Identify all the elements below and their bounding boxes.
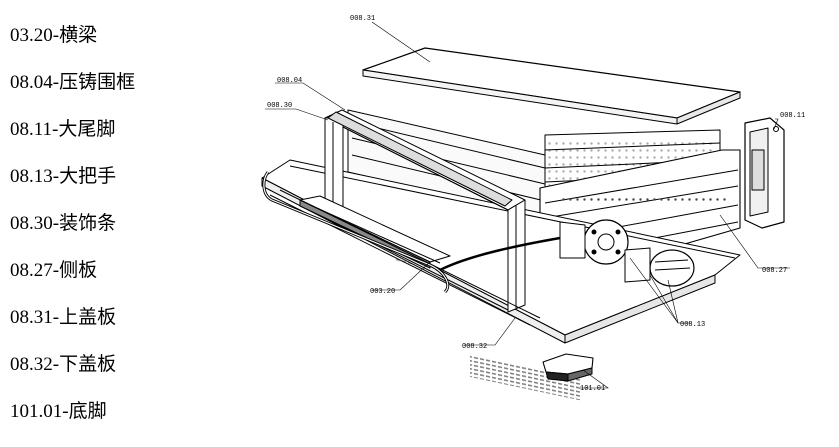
part-label: 08.11-大尾脚 — [10, 119, 116, 140]
callout-0830: 008.30 — [267, 102, 292, 110]
callout-0832: 008.32 — [462, 343, 487, 351]
decorative-strip — [327, 111, 513, 207]
callout-0813: 008.13 — [680, 321, 705, 329]
part-label: 08.04-压铸围框 — [10, 72, 136, 93]
callout-0804: 008.04 — [277, 77, 302, 85]
callout-10101: 101.01 — [580, 385, 605, 393]
part-label: 08.32-下盖板 — [10, 354, 117, 375]
part-label: 08.27-侧板 — [10, 260, 98, 281]
part-label: 08.13-大把手 — [10, 166, 117, 187]
parts-list: 03.20-横梁 08.04-压铸围框 08.11-大尾脚 08.13-大把手 … — [10, 24, 230, 447]
leader-lines — [265, 21, 790, 389]
large-handle — [262, 171, 695, 294]
callout-labels: 008.31 008.04 008.30 008.11 008.27 003.2… — [267, 15, 805, 393]
rear-foot-bracket — [744, 117, 785, 229]
part-label: 03.20-横梁 — [10, 25, 98, 46]
part-label: 101.01-底脚 — [10, 401, 107, 422]
callout-0831: 008.31 — [350, 15, 375, 23]
callout-0320: 003.20 — [370, 288, 395, 296]
part-label: 08.31-上盖板 — [10, 307, 117, 328]
callout-0827: 008.27 — [762, 267, 787, 275]
top-cover-plate — [362, 47, 741, 125]
callout-0811: 008.11 — [780, 112, 805, 120]
part-label: 08.30-装饰条 — [10, 213, 117, 234]
foot — [542, 353, 594, 382]
exploded-assembly-drawing: 008.31 008.04 008.30 008.11 008.27 003.2… — [261, 15, 805, 401]
